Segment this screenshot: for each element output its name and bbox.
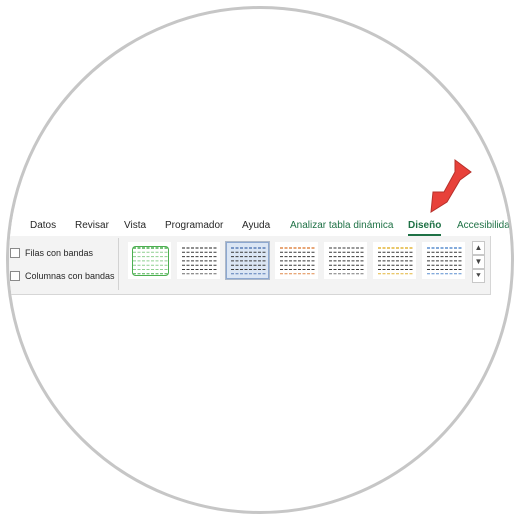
tab-analizar-tabla-dinamica[interactable]: Analizar tabla dinámica: [290, 220, 394, 231]
pivot-style-preview-icon: [132, 246, 169, 276]
tab-programador[interactable]: Programador: [165, 220, 224, 231]
group-divider: [118, 238, 119, 290]
gallery-scroller: ▲ ▼ ⯆: [472, 241, 485, 283]
tab-ayuda[interactable]: Ayuda: [242, 220, 271, 231]
chevron-down-icon: ▼: [474, 257, 483, 266]
screenshot-content: Datos Revisar Vista Programador Ayuda An…: [9, 9, 514, 511]
pivot-style-preview-icon: [329, 247, 364, 275]
banded-columns-checkbox[interactable]: [10, 271, 20, 281]
tab-revisar[interactable]: Revisar: [75, 220, 109, 231]
banded-rows-label: Filas con bandas: [25, 248, 94, 258]
expand-gallery-icon: ⯆: [475, 271, 482, 280]
pivot-style-preview-icon: [427, 247, 462, 275]
pivot-style-preview-icon: [182, 247, 217, 275]
tab-accesibilidad[interactable]: Accesibilidad: [457, 220, 514, 231]
chevron-up-icon: ▲: [474, 243, 483, 252]
pivot-style-1[interactable]: [128, 242, 171, 279]
pivot-style-gallery: [126, 239, 471, 285]
banded-columns-label: Columnas con bandas: [25, 271, 115, 281]
pivot-style-3[interactable]: [225, 241, 270, 280]
pivot-style-preview-icon: [378, 247, 413, 275]
pivot-style-4[interactable]: [275, 242, 318, 279]
banded-rows-option[interactable]: Filas con bandas: [10, 248, 93, 258]
pivot-style-2[interactable]: [177, 242, 220, 279]
pivot-style-7[interactable]: [422, 242, 465, 279]
gallery-more-button[interactable]: ⯆: [472, 269, 485, 283]
banded-rows-checkbox[interactable]: [10, 248, 20, 258]
gallery-scroll-down-button[interactable]: ▼: [472, 255, 485, 269]
banded-columns-option[interactable]: Columnas con bandas: [10, 271, 115, 281]
pivot-style-5[interactable]: [324, 242, 367, 279]
red-pointer-arrow-icon: [430, 159, 472, 213]
pivot-style-preview-icon: [231, 247, 266, 275]
circular-frame: Datos Revisar Vista Programador Ayuda An…: [6, 6, 514, 514]
tab-vista[interactable]: Vista: [124, 220, 147, 231]
pivot-style-preview-icon: [280, 247, 315, 275]
tab-diseno[interactable]: Diseño: [408, 220, 442, 236]
tab-datos[interactable]: Datos: [30, 220, 57, 231]
ribbon-tab-bar: Datos Revisar Vista Programador Ayuda An…: [9, 212, 514, 238]
gallery-scroll-up-button[interactable]: ▲: [472, 241, 485, 255]
pivot-style-6[interactable]: [373, 242, 416, 279]
